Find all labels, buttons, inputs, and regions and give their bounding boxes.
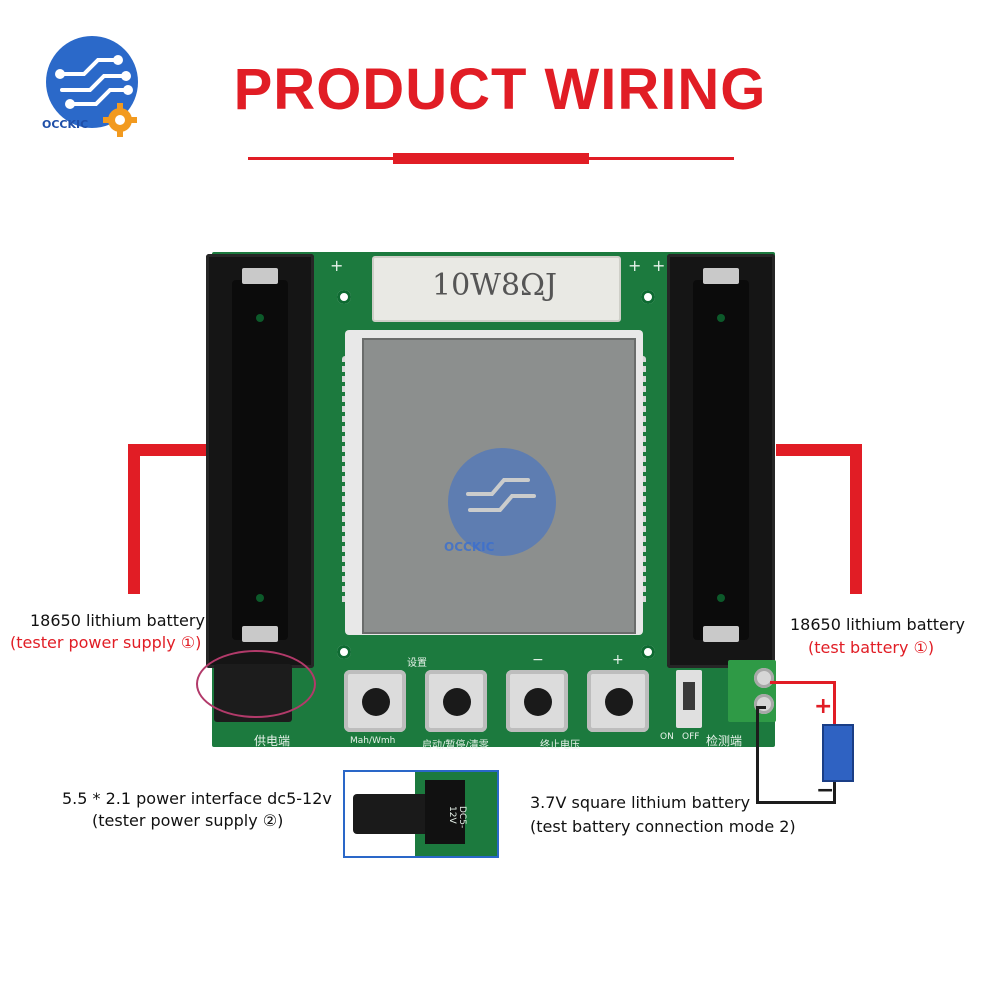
inset-jack-label: DC5-12V (447, 806, 467, 829)
start-pause-button[interactable] (425, 670, 487, 732)
square-battery-caption: 3.7V square lithium battery (530, 793, 751, 812)
switch-on-label: ON (660, 732, 674, 742)
right-battery-subcaption: (test battery ①) (808, 638, 935, 657)
button-cap (362, 688, 390, 716)
button-label-minus: − (532, 652, 544, 668)
square-battery-subcaption: (test battery connection mode 2) (530, 817, 796, 836)
mah-wmh-button[interactable] (344, 670, 406, 732)
positive-wire-v (833, 681, 836, 726)
battery-terminal (703, 268, 739, 284)
circuit-gear-logo-icon (46, 36, 138, 137)
power-resistor (372, 256, 621, 322)
right-wire-vertical (850, 444, 862, 594)
button-label-mah: Mah/Wmh (350, 736, 396, 746)
minus-button[interactable] (506, 670, 568, 732)
test-port-label: 检测端 (706, 734, 743, 748)
negative-wire-h-top (756, 706, 766, 709)
left-battery-holder (206, 254, 314, 668)
terminal-screw[interactable] (754, 694, 774, 714)
holder-dot (717, 314, 725, 322)
left-battery-caption: 18650 lithium battery (30, 611, 205, 630)
holder-dot (717, 594, 725, 602)
power-switch-knob[interactable] (683, 682, 695, 710)
page-title: PRODUCT WIRING (233, 57, 767, 122)
watermark-logo (448, 448, 556, 556)
positive-wire-h (770, 681, 836, 684)
holder-dot (256, 314, 264, 322)
button-label-plus: + (612, 652, 624, 668)
negative-wire-h-bottom (756, 801, 836, 804)
left-wire-vertical (128, 444, 140, 594)
resistor-label: 10W8ΩJ (432, 268, 557, 303)
plus-mark: + (628, 256, 642, 275)
mounting-hole (337, 290, 351, 304)
plus-button[interactable] (587, 670, 649, 732)
brand-logo (40, 34, 152, 138)
left-battery-subcaption: (tester power supply ①) (10, 633, 202, 652)
plus-mark: + (652, 256, 666, 275)
terminal-screw[interactable] (754, 668, 774, 688)
battery-minus-sign: − (816, 778, 835, 803)
right-wire-horizontal (776, 444, 862, 456)
mounting-hole (641, 290, 655, 304)
inset-jack-body (425, 780, 465, 844)
button-label-end-voltage: 终止电压 (540, 740, 580, 751)
button-label-start: 启动/暂停/清零 (422, 740, 489, 751)
negative-wire-v-batt (833, 778, 836, 804)
right-battery-holder (667, 254, 775, 668)
title-underline-accent (393, 153, 589, 164)
watermark-text: OCCKIC (444, 540, 495, 554)
battery-plus-sign: + (814, 694, 833, 719)
power-interface-subcaption: (tester power supply ②) (92, 811, 284, 830)
button-cap (524, 688, 552, 716)
right-battery-caption: 18650 lithium battery (790, 615, 965, 634)
dc-jack-highlight (196, 650, 316, 718)
dc-jack-inset-photo: DC5-12V (343, 770, 499, 858)
switch-off-label: OFF (682, 732, 700, 742)
button-label-settings: 设置 (407, 658, 427, 669)
holder-dot (256, 594, 264, 602)
power-interface-caption: 5.5 * 2.1 power interface dc5-12v (62, 789, 332, 808)
mounting-hole (641, 645, 655, 659)
inset-jack-barrel (353, 794, 433, 834)
watermark-circuit-icon (466, 478, 536, 512)
logo-text: OCCKIC (42, 118, 89, 131)
plus-mark: + (330, 256, 344, 275)
negative-wire-v (756, 706, 759, 804)
square-battery-symbol (822, 724, 854, 782)
power-port-label: 供电端 (254, 734, 291, 748)
battery-terminal (242, 626, 278, 642)
left-wire-horizontal (128, 444, 214, 456)
mounting-hole (337, 645, 351, 659)
button-cap (605, 688, 633, 716)
battery-terminal (703, 626, 739, 642)
button-cap (443, 688, 471, 716)
battery-slot (232, 280, 288, 640)
battery-terminal (242, 268, 278, 284)
battery-slot (693, 280, 749, 640)
